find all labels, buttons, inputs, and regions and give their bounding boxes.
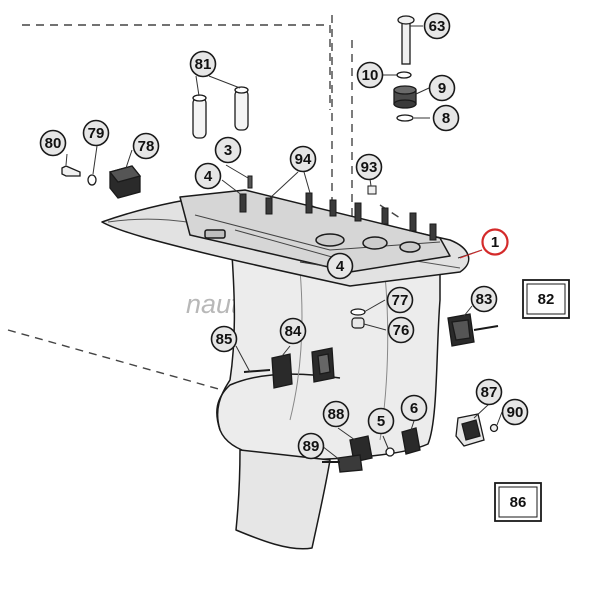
callout-78: 78 xyxy=(132,132,160,160)
callout-93-circle xyxy=(355,153,383,181)
leader-lines xyxy=(65,25,503,461)
callout-79-circle xyxy=(82,119,110,147)
callout-9-circle xyxy=(428,74,456,102)
callout-8-label: 8 xyxy=(442,110,450,127)
anti-ventilation-plate xyxy=(101,189,470,287)
callout-80-circle xyxy=(39,129,67,157)
callout-93-label: 93 xyxy=(361,159,378,176)
callout-86-box xyxy=(494,482,542,522)
anode-83 xyxy=(447,313,499,347)
callout-81-circle xyxy=(189,50,217,78)
callout-4-label: 4 xyxy=(204,168,213,185)
shaft-seal-assembly xyxy=(393,15,417,122)
callout-81-label: 81 xyxy=(195,56,212,73)
callout-10-label: 10 xyxy=(362,67,379,84)
callout-90-circle xyxy=(501,398,529,426)
callout-5-circle xyxy=(367,407,395,435)
callout-63-label: 63 xyxy=(429,18,446,35)
callout-4-circle xyxy=(194,162,222,190)
callout-4: 4 xyxy=(194,162,222,190)
callout-94: 94 xyxy=(289,145,317,173)
callout-9: 9 xyxy=(428,74,456,102)
callout-82: 82 xyxy=(522,279,570,319)
callout-85-circle xyxy=(210,325,238,353)
callout-93: 93 xyxy=(355,153,383,181)
callout-89-circle xyxy=(297,432,325,460)
callout-63-circle xyxy=(423,12,451,40)
callout-85: 85 xyxy=(210,325,238,353)
callout-89-label: 89 xyxy=(303,438,320,455)
callout-6-label: 6 xyxy=(410,400,418,417)
callout-4: 4 xyxy=(326,252,354,280)
callout-6-circle xyxy=(400,394,428,422)
callout-88-circle xyxy=(322,400,350,428)
callout-76-label: 76 xyxy=(393,322,410,339)
callout-1-circle xyxy=(481,228,509,256)
callout-8: 8 xyxy=(432,104,460,132)
callout-79-label: 79 xyxy=(88,125,105,142)
callout-63: 63 xyxy=(423,12,451,40)
callout-4-circle xyxy=(326,252,354,280)
callout-87-circle xyxy=(475,378,503,406)
callout-1-label: 1 xyxy=(491,234,499,251)
callout-10-circle xyxy=(356,61,384,89)
callout-88-label: 88 xyxy=(328,406,345,423)
callout-85-label: 85 xyxy=(216,331,233,348)
callout-87-label: 87 xyxy=(481,384,498,401)
fitting-77-76 xyxy=(350,308,366,329)
callout-5-label: 5 xyxy=(377,413,385,430)
callout-83-label: 83 xyxy=(476,291,493,308)
callout-1: 1 xyxy=(481,228,509,256)
callout-82-inner-box xyxy=(526,283,566,315)
callout-8-circle xyxy=(432,104,460,132)
callout-83: 83 xyxy=(470,285,498,313)
callout-89: 89 xyxy=(297,432,325,460)
callout-5: 5 xyxy=(367,407,395,435)
cover-87 xyxy=(455,413,499,447)
callout-76-circle xyxy=(387,316,415,344)
callout-3: 3 xyxy=(214,136,242,164)
callout-94-circle xyxy=(289,145,317,173)
dowel-pins xyxy=(192,86,249,139)
callout-77-circle xyxy=(386,286,414,314)
lower-fittings xyxy=(322,427,421,473)
callout-10: 10 xyxy=(356,61,384,89)
deck-studs xyxy=(239,175,437,241)
callout-77-label: 77 xyxy=(392,292,409,309)
callout-90-label: 90 xyxy=(507,404,524,421)
callout-79: 79 xyxy=(82,119,110,147)
callout-76: 76 xyxy=(387,316,415,344)
callout-86: 86 xyxy=(494,482,542,522)
callout-4-label: 4 xyxy=(336,258,345,275)
callout-77: 77 xyxy=(386,286,414,314)
callout-3-circle xyxy=(214,136,242,164)
callout-88: 88 xyxy=(322,400,350,428)
callout-86-label: 86 xyxy=(510,494,527,511)
callout-84-circle xyxy=(279,317,307,345)
callout-87: 87 xyxy=(475,378,503,406)
fitting-93 xyxy=(367,185,377,195)
callout-90: 90 xyxy=(501,398,529,426)
callout-6: 6 xyxy=(400,394,428,422)
sensor-assembly xyxy=(61,165,142,199)
callout-9-label: 9 xyxy=(438,80,446,97)
callout-80-label: 80 xyxy=(45,135,62,152)
callout-81: 81 xyxy=(189,50,217,78)
callout-84-label: 84 xyxy=(285,323,302,340)
callout-83-circle xyxy=(470,285,498,313)
callout-94-label: 94 xyxy=(295,151,312,168)
callout-82-label: 82 xyxy=(538,291,555,308)
callout-80: 80 xyxy=(39,129,67,157)
callout-82-box xyxy=(522,279,570,319)
callout-86-inner-box xyxy=(498,486,538,518)
trim-port-84 xyxy=(243,347,335,389)
highlight-leader xyxy=(459,249,483,259)
callout-3-label: 3 xyxy=(224,142,232,159)
callout-78-label: 78 xyxy=(138,138,155,155)
callout-84: 84 xyxy=(279,317,307,345)
callout-78-circle xyxy=(132,132,160,160)
